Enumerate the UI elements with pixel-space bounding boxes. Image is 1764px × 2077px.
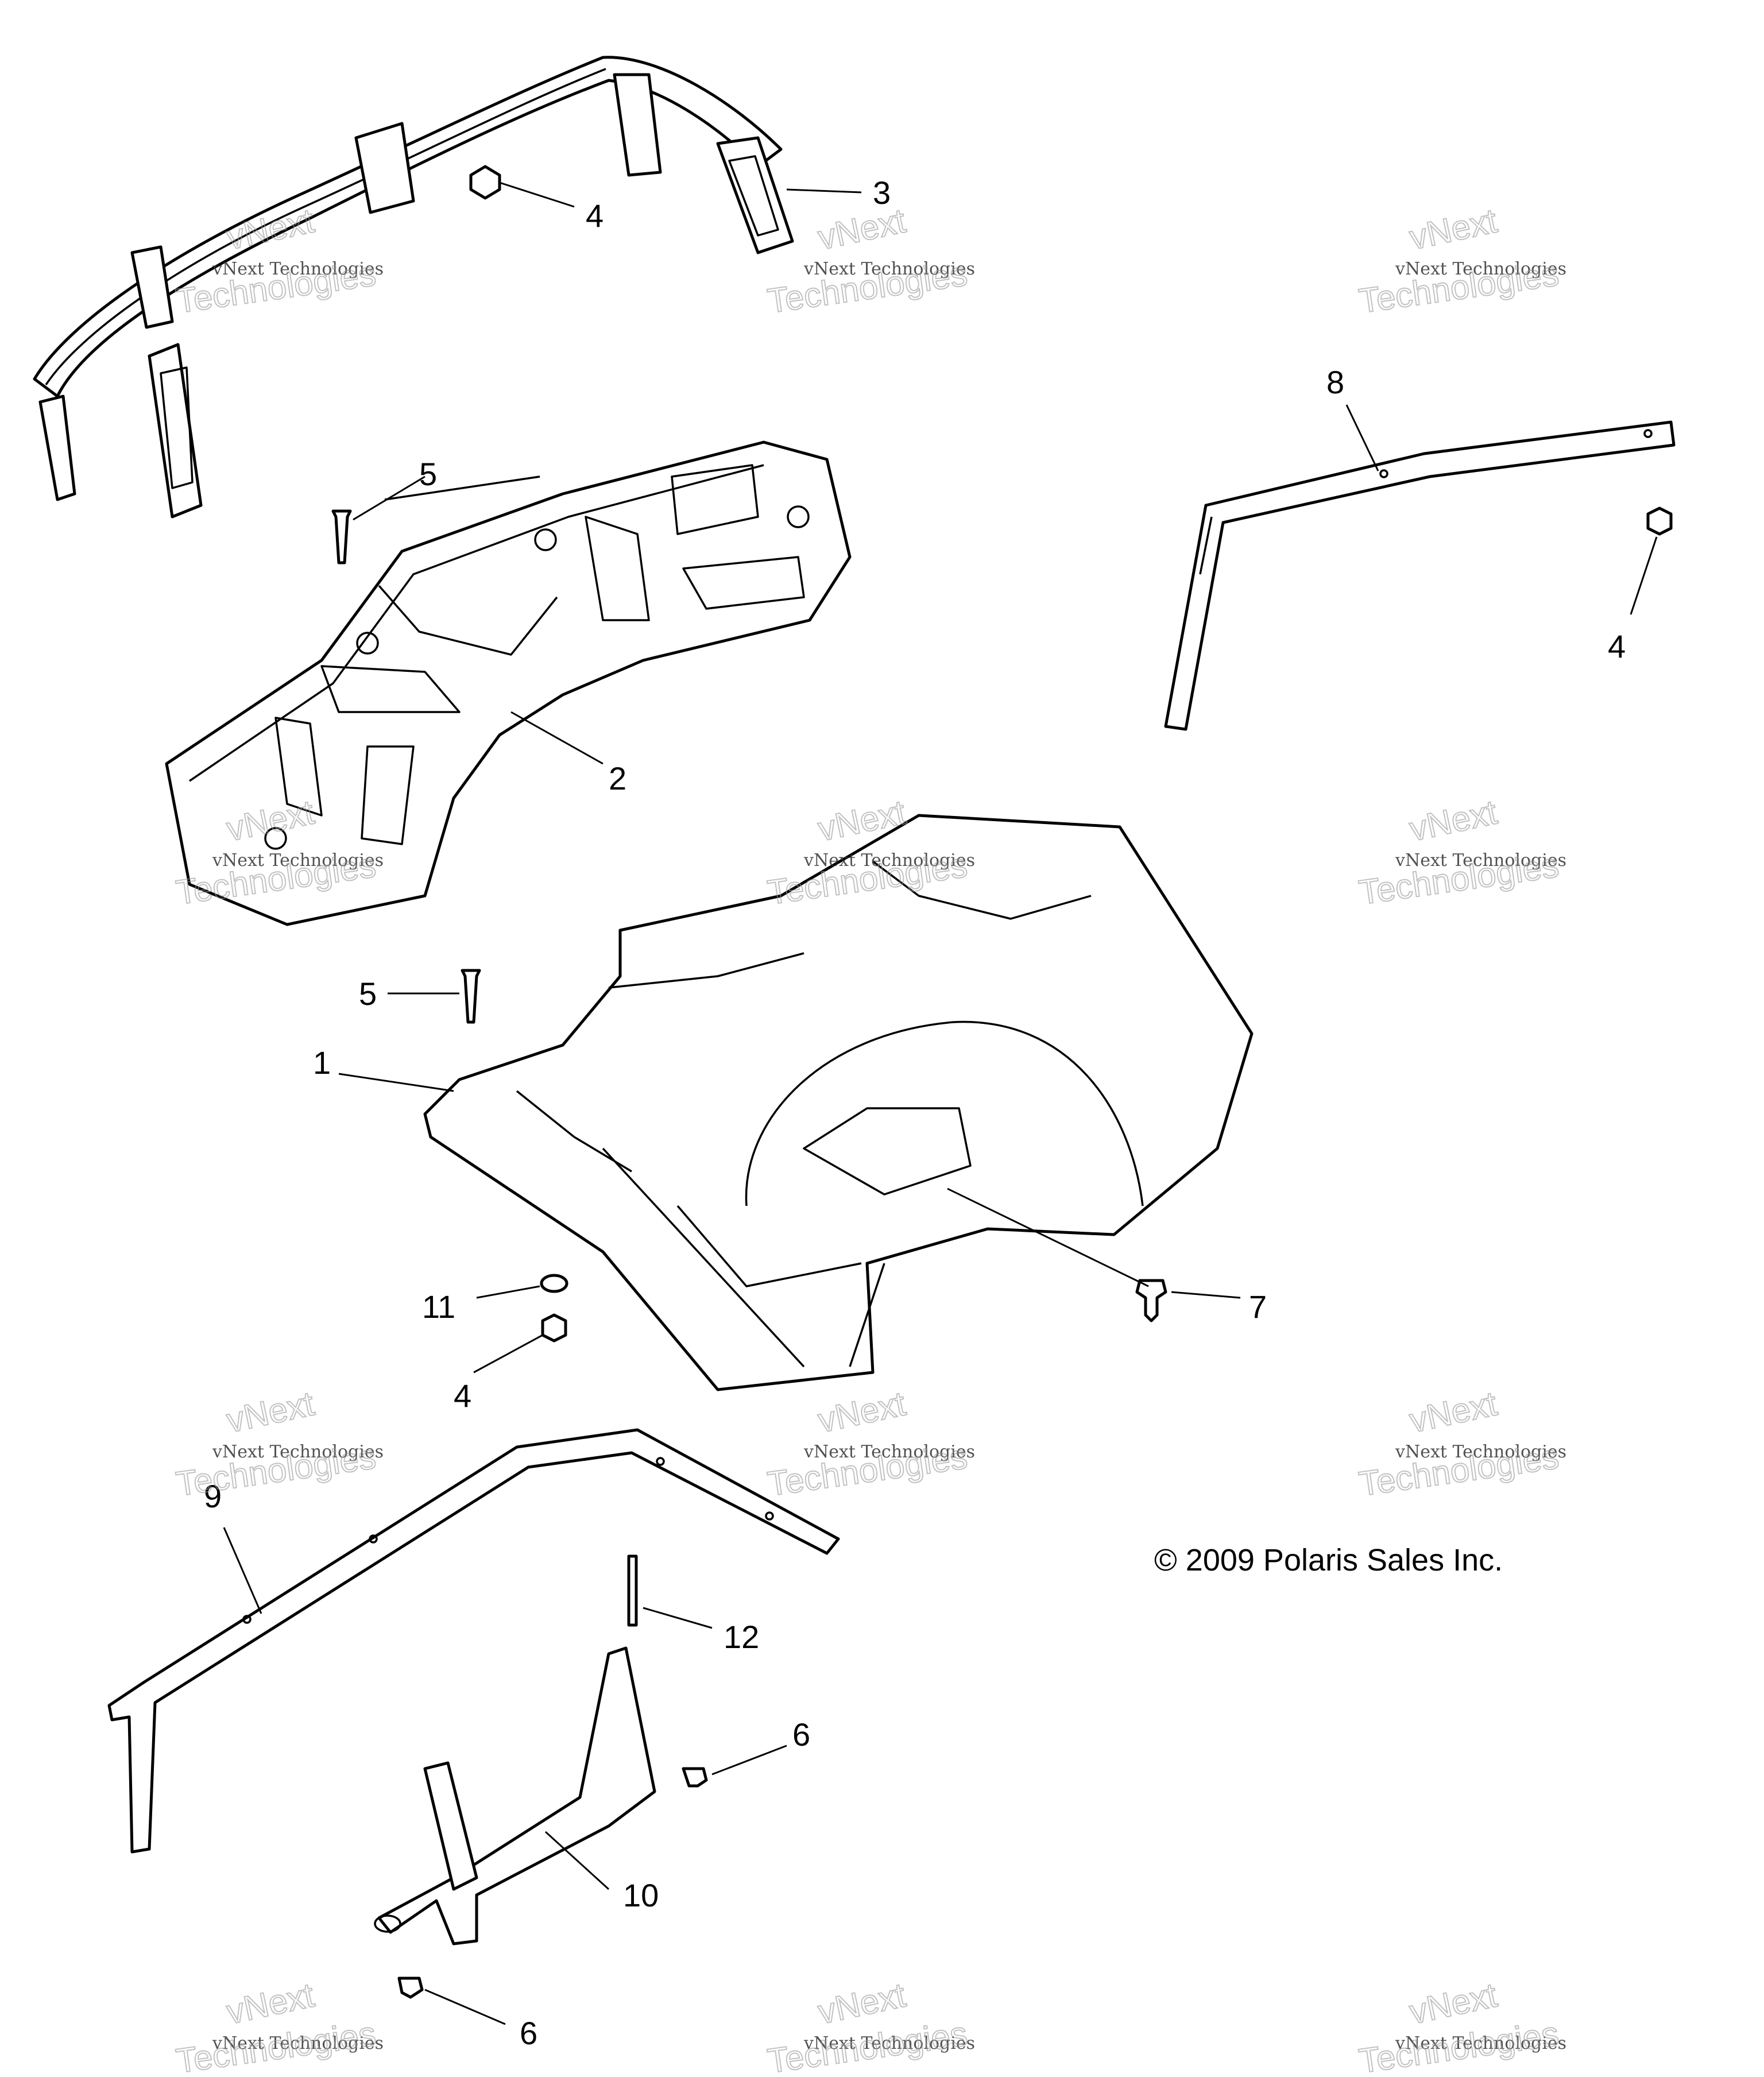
callout-bumper-tube: 9 [204, 1478, 222, 1514]
watermark: vNext vNext Technologies Technologies [173, 1975, 384, 2077]
push-rivet [1135, 1279, 1167, 1322]
svg-text:vNext: vNext [223, 1384, 318, 1440]
watermark: vNext vNext Technologies Technologies [764, 1975, 975, 2077]
callout-washer: 11 [422, 1289, 455, 1325]
svg-text:Technologies: Technologies [173, 2014, 378, 2077]
svg-text:vNext: vNext [1406, 1384, 1500, 1440]
svg-text:vNext: vNext [1406, 201, 1500, 257]
callout-screw-lower: 5 [359, 976, 377, 1012]
svg-text:vNext Technologies: vNext Technologies [212, 1442, 384, 1462]
rear-rack-bar-part [1164, 420, 1676, 731]
watermark: vNext vNext Technologies Technologies [764, 200, 975, 321]
watermarks: vNext vNext Technologies Technologies vN… [173, 200, 1566, 2077]
svg-text:vNext: vNext [1406, 792, 1500, 848]
svg-text:vNext: vNext [223, 1975, 318, 2031]
svg-text:Technologies: Technologies [1356, 2014, 1561, 2077]
svg-text:vNext Technologies: vNext Technologies [803, 259, 975, 279]
svg-text:vNext: vNext [815, 1384, 909, 1440]
callout-nut-lower: 4 [454, 1378, 471, 1414]
rack-rail-part [33, 56, 794, 519]
callout-rear-fender: 1 [313, 1045, 331, 1081]
svg-text:vNext: vNext [815, 1975, 909, 2031]
watermark: vNext vNext Technologies Technologies [1356, 792, 1566, 912]
nut-right [1646, 506, 1673, 536]
screw-upper [331, 509, 352, 564]
callout-push-rivet: 7 [1249, 1289, 1267, 1325]
bumper-tube-part [107, 1428, 840, 1854]
nut-top [469, 165, 501, 200]
watermark: vNext vNext Technologies Technologies [764, 1383, 975, 1504]
callout-rack-panel: 2 [609, 760, 626, 796]
washer [540, 1274, 568, 1293]
watermark: vNext vNext Technologies Technologies [1356, 200, 1566, 321]
bolt-bottom [397, 1977, 424, 1999]
leader-lines [223, 181, 1658, 2025]
callout-bracket: 10 [623, 1877, 659, 1913]
screw-lower [461, 969, 481, 1024]
svg-text:vNext Technologies: vNext Technologies [212, 850, 384, 871]
svg-text:vNext: vNext [815, 201, 909, 257]
svg-text:vNext Technologies: vNext Technologies [1395, 2033, 1566, 2053]
svg-text:vNext Technologies: vNext Technologies [1395, 1442, 1566, 1462]
copyright-text: © 2009 Polaris Sales Inc. [1154, 1543, 1503, 1577]
callout-rear-rack-bar: 8 [1326, 364, 1344, 400]
svg-text:vNext Technologies: vNext Technologies [212, 259, 384, 279]
bracket-part [374, 1646, 656, 1946]
bolt-right [682, 1767, 708, 1788]
nut-lower [541, 1313, 567, 1343]
svg-text:vNext Technologies: vNext Technologies [1395, 259, 1566, 279]
callout-nut-top: 4 [586, 198, 604, 234]
rack-panel-part [165, 440, 852, 926]
callout-screw-upper: 5 [419, 456, 437, 492]
watermark: vNext vNext Technologies Technologies [1356, 1383, 1566, 1504]
callout-bolt-bottom: 6 [520, 2015, 537, 2051]
svg-text:vNext: vNext [1406, 1975, 1500, 2031]
svg-text:vNext Technologies: vNext Technologies [803, 850, 975, 871]
callout-bolt-right: 6 [792, 1716, 810, 1753]
hardware-parts [331, 165, 1673, 1999]
watermark: vNext vNext Technologies Technologies [173, 1383, 384, 1504]
svg-text:vNext: vNext [223, 201, 318, 257]
pin [627, 1554, 638, 1627]
svg-text:vNext Technologies: vNext Technologies [1395, 850, 1566, 871]
rear-fender-part [423, 814, 1254, 1391]
callout-labels: 3 4 2 5 8 4 5 1 11 4 7 9 12 6 10 6 [204, 175, 1626, 2051]
watermark: vNext vNext Technologies Technologies [1356, 1975, 1566, 2077]
svg-text:Technologies: Technologies [765, 2014, 969, 2077]
svg-text:vNext Technologies: vNext Technologies [803, 1442, 975, 1462]
callout-nut-right: 4 [1608, 628, 1626, 664]
callout-pin: 12 [724, 1619, 759, 1655]
callout-rack-front: 3 [873, 175, 891, 211]
svg-text:vNext Technologies: vNext Technologies [803, 2033, 975, 2053]
svg-text:vNext Technologies: vNext Technologies [212, 2033, 384, 2053]
